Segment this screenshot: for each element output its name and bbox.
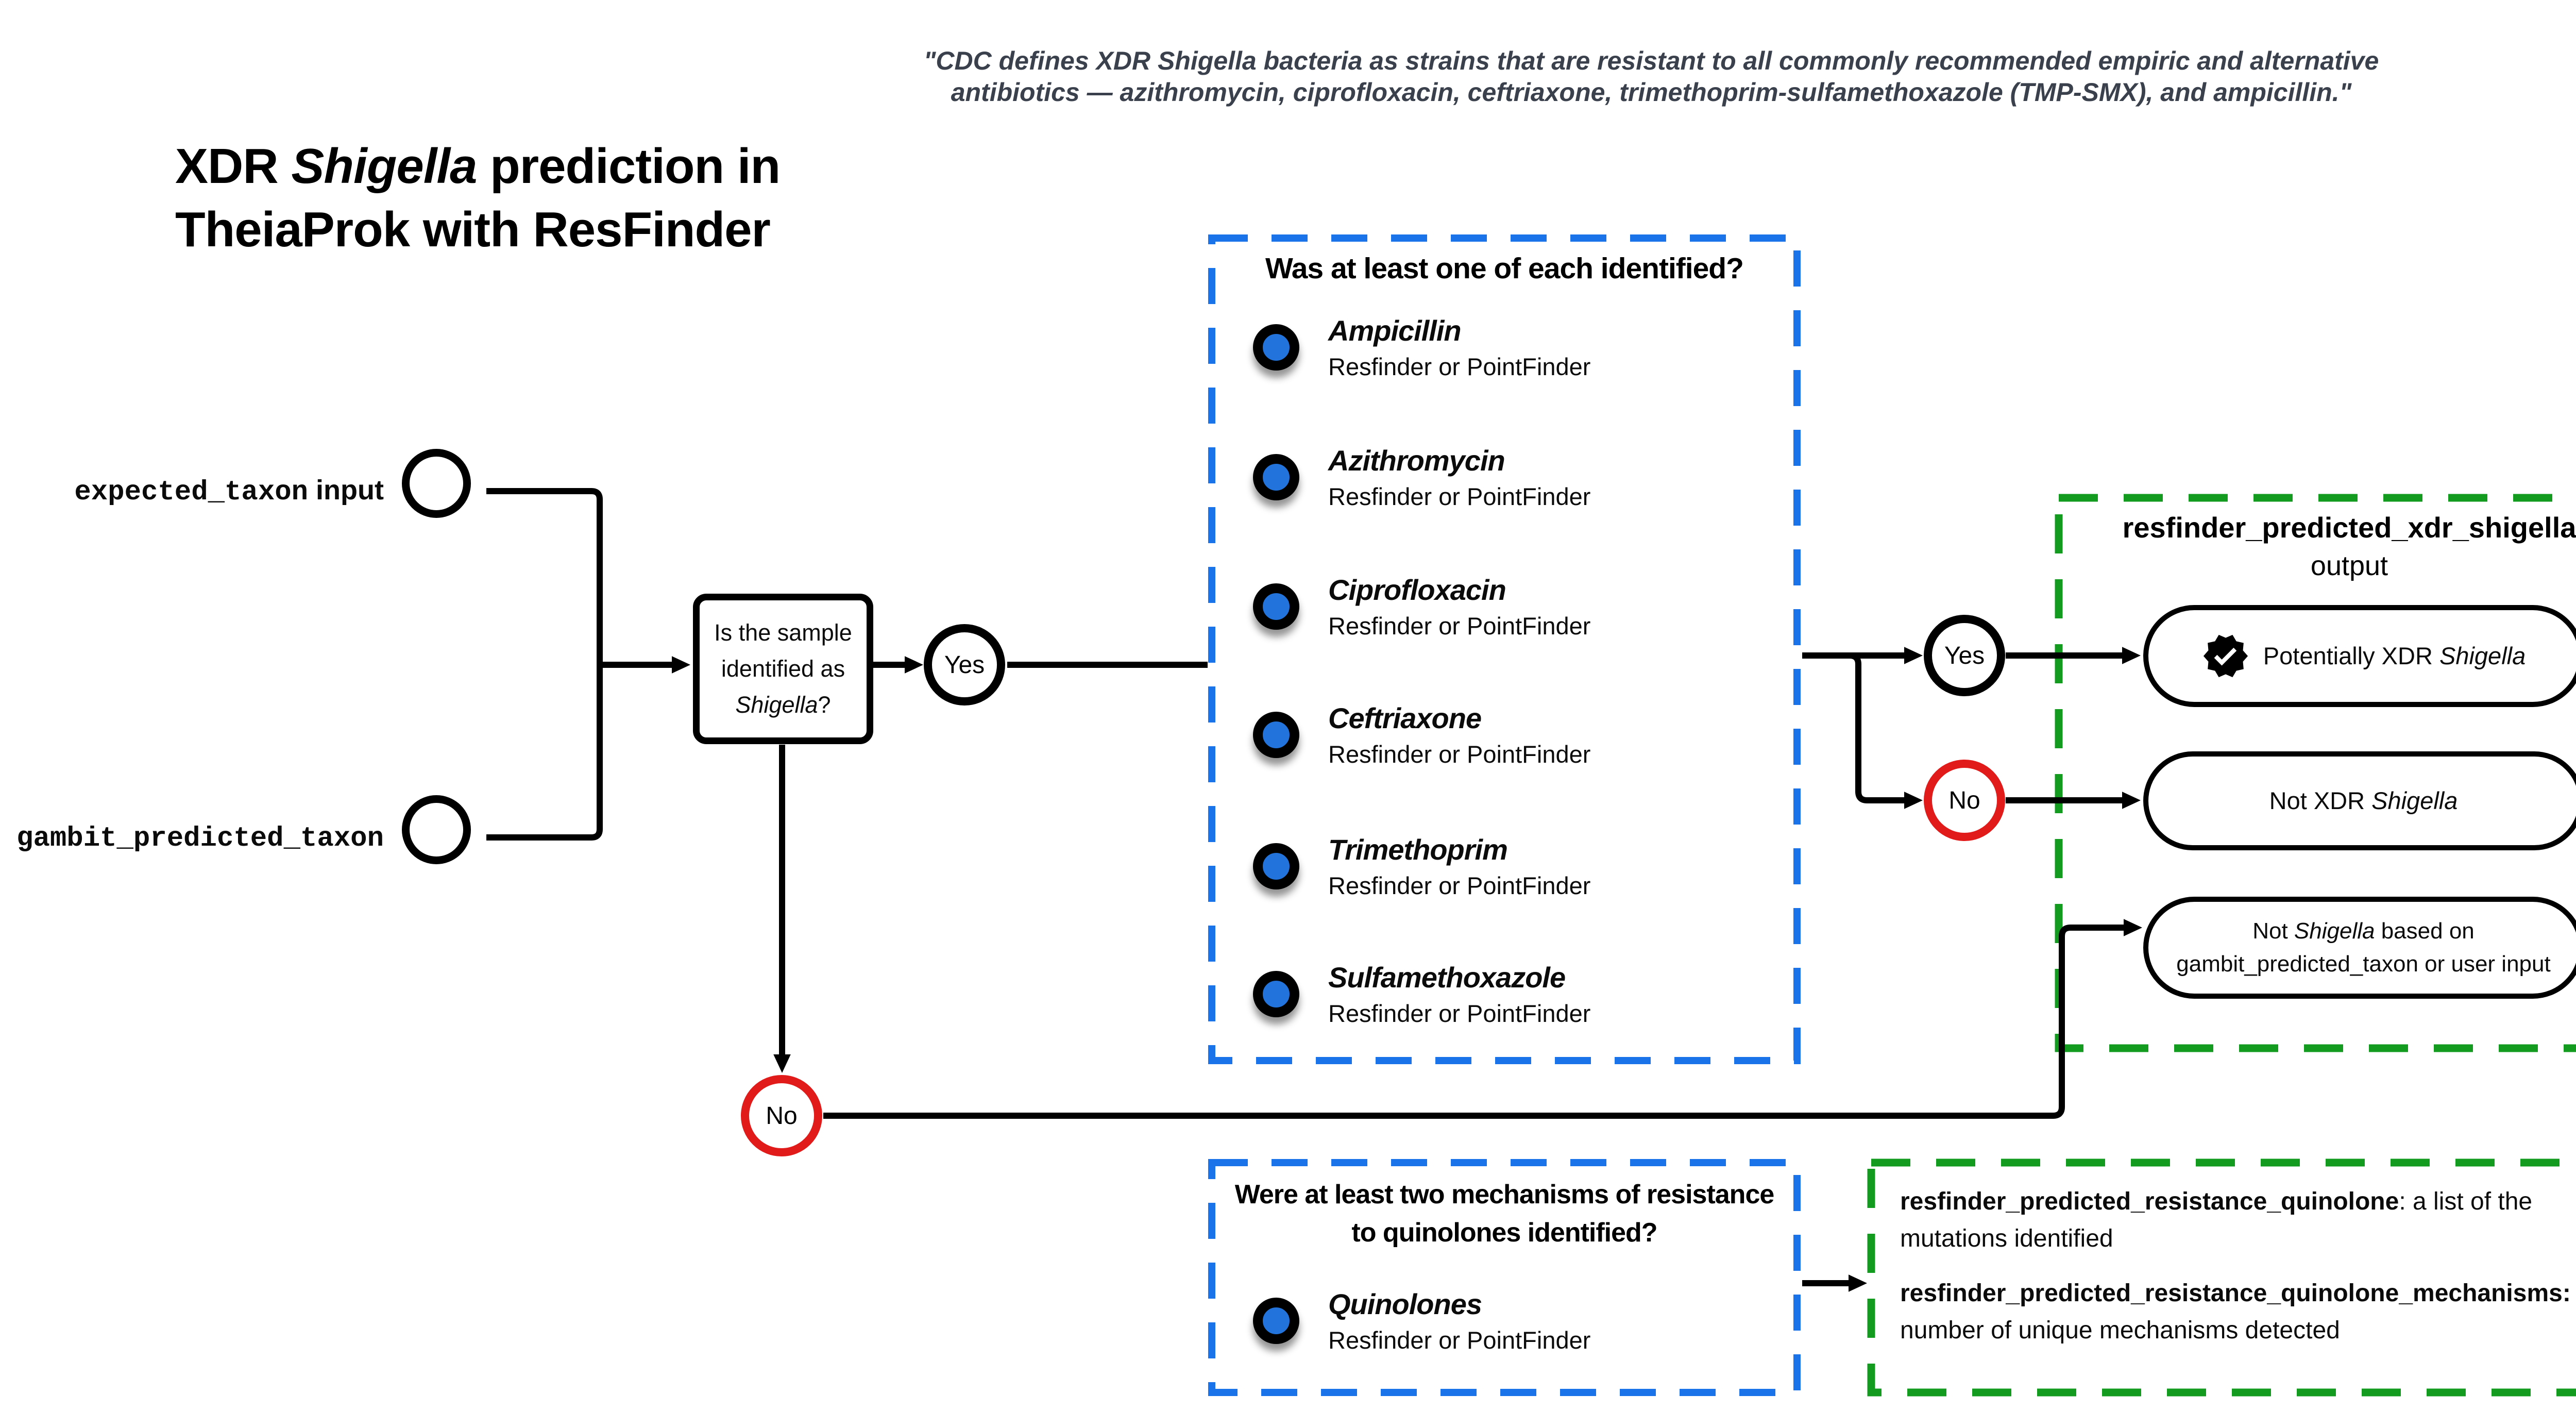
quinolone-output-panel: resfinder_predicted_resistance_quinolone… [1900, 1183, 2576, 1367]
output-panel-header: resfinder_predicted_xdr_shigella output [2066, 508, 2576, 584]
yes-node-mid: Yes [924, 624, 1005, 706]
no-node-main: No [741, 1075, 822, 1156]
decision-box: Is the sample identified as Shigella? [693, 594, 873, 744]
ciprofloxacin-dot-icon [1253, 583, 1299, 630]
expected-taxon-label: expected_taxon input [74, 475, 384, 508]
sulfamethoxazole-dot-icon [1253, 971, 1299, 1017]
trimethoprim-dot-icon [1253, 843, 1299, 889]
output-panel-subheader: output [2310, 550, 2388, 581]
no-node-right: No [1924, 760, 2005, 841]
ampicillin-dot-icon [1253, 324, 1299, 371]
gambit-predicted-taxon-node [402, 795, 471, 864]
title-shigella-italic: Shigella [291, 139, 477, 194]
quinolone-output-entry-1: resfinder_predicted_resistance_quinolone… [1900, 1188, 2533, 1252]
quinolone-panel-header: Were at least two mechanisms of resistan… [1234, 1180, 1775, 1248]
quinolone-output-entry-2: resfinder_predicted_resistance_quinolone… [1900, 1280, 2571, 1344]
pill-potentially-xdr: Potentially XDR Shigella [2143, 605, 2576, 707]
yes-node-right: Yes [1924, 615, 2005, 696]
expected-taxon-node [402, 449, 471, 518]
ceftriaxone-dot-icon [1253, 712, 1299, 758]
gambit-predicted-taxon-label: gambit_predicted_taxon [16, 823, 384, 854]
pill-not-shigella-label: Not Shigella based on gambit_predicted_t… [2176, 918, 2551, 977]
pill-not-xdr-label: Not XDR Shigella [2269, 786, 2458, 814]
decision-line3: Shigella? [735, 691, 831, 718]
output-panel-border [2055, 494, 2576, 1052]
pill-not-shigella: Not Shigella based on gambit_predicted_t… [2143, 897, 2576, 999]
output-panel-variable: resfinder_predicted_xdr_shigella [2122, 511, 2576, 544]
quinolones-dot-icon [1253, 1298, 1299, 1344]
antibiotic-panel-header: Was at least one of each identified? [1265, 252, 1744, 285]
decision-line1: Is the sample [714, 619, 852, 646]
azithromycin-dot-icon [1253, 454, 1299, 500]
antibiotic-panel-border [1208, 234, 1801, 1064]
cdc-quote: "CDC defines XDR Shigella bacteria as st… [923, 46, 2379, 107]
verified-badge-icon [2203, 634, 2248, 678]
decision-line2: identified as [721, 656, 845, 682]
quinolone-output-panel-border [1867, 1158, 2576, 1397]
pill-not-xdr: Not XDR Shigella [2143, 751, 2576, 850]
page-title: XDR Shigella prediction in TheiaProk wit… [175, 139, 781, 257]
pill-potentially-xdr-label: Potentially XDR Shigella [2263, 642, 2526, 669]
quinolone-panel-border [1208, 1159, 1801, 1396]
